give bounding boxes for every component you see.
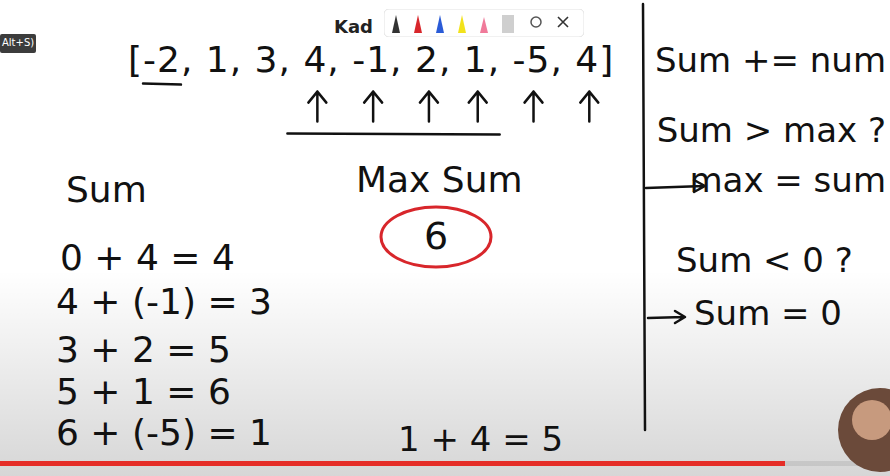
sum-step: 4 + (-1) = 3 <box>56 282 272 322</box>
presenter-avatar <box>838 388 890 472</box>
rule-text: max = sum <box>689 162 886 199</box>
sum-step: 3 + 2 = 5 <box>56 330 231 370</box>
sum-step: 1 + 4 = 5 <box>398 421 563 458</box>
window-line <box>287 134 499 135</box>
max-sum-value: 6 <box>424 216 448 258</box>
board-title: Kad <box>334 17 373 37</box>
rule-text: Sum < 0 ? <box>676 242 853 279</box>
rule-text: Sum += num <box>655 42 886 79</box>
tooltip-text: Alt+S) <box>2 37 34 48</box>
presenter-face <box>852 400 890 440</box>
underline <box>143 84 181 85</box>
pointer-arrows <box>143 84 598 135</box>
sum-step: 5 + 1 = 6 <box>56 372 231 412</box>
progress-bar <box>0 461 785 466</box>
sum-step: 6 + (-5) = 1 <box>56 413 272 453</box>
progress-track <box>0 461 890 466</box>
rule-text: Sum = 0 <box>694 295 842 332</box>
rule-text: Sum > max ? <box>657 112 886 149</box>
max-sum-value-group: 6 <box>424 216 448 258</box>
column-heading: Sum <box>66 170 147 210</box>
tooltip-box <box>0 34 36 53</box>
pointer-arrow <box>580 92 598 122</box>
column-heading: Max Sum <box>356 160 523 200</box>
pointer-arrow <box>308 92 326 122</box>
pen-toolbar <box>384 9 584 37</box>
sum-step: 0 + 4 = 4 <box>60 238 235 278</box>
pointer-arrow <box>420 92 438 122</box>
pointer-arrow <box>469 92 487 122</box>
implies-arrow <box>648 311 685 323</box>
pointer-arrow <box>525 92 543 122</box>
max-sum-circle: 6 <box>378 204 494 270</box>
array-values: [-2, 1, 3, 4, -1, 2, 1, -5, 4] <box>128 40 614 80</box>
separator-line <box>643 4 645 430</box>
video-shade <box>0 270 890 476</box>
red-circle <box>381 207 491 267</box>
pointer-arrow <box>364 92 382 122</box>
